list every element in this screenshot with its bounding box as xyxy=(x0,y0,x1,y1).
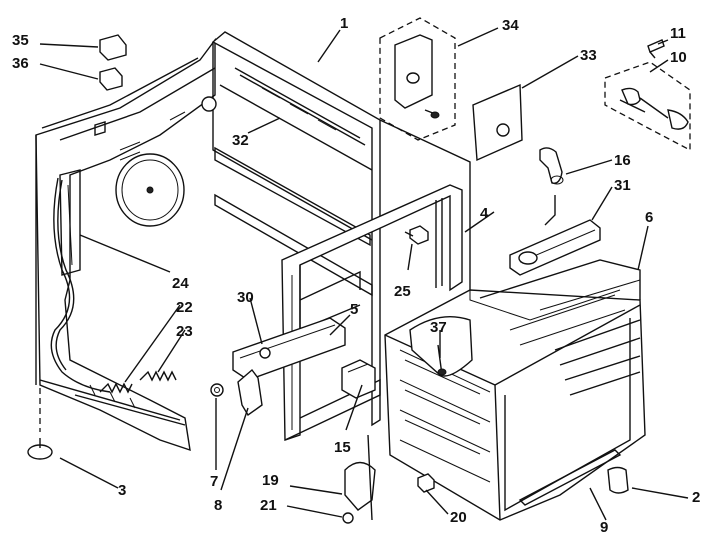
part-22-spring xyxy=(99,382,133,394)
callout-8: 8 xyxy=(214,497,222,514)
part-21-nut xyxy=(342,512,354,524)
callout-3: 3 xyxy=(118,482,126,499)
callout-19: 19 xyxy=(262,472,279,489)
part-35-clip xyxy=(99,34,127,61)
callout-36: 36 xyxy=(12,55,29,72)
callout-37: 37 xyxy=(430,319,447,336)
part-2-leveling-leg xyxy=(607,466,629,494)
callout-20: 20 xyxy=(450,509,467,526)
part-23-spring xyxy=(139,370,177,382)
callout-5: 5 xyxy=(350,301,358,318)
part-7-nut xyxy=(210,383,224,397)
callout-9: 9 xyxy=(600,519,608,536)
part-16-elbow xyxy=(539,147,564,185)
callout-labels: 1 2 3 4 5 6 7 8 9 10 11 15 16 19 20 21 2… xyxy=(12,15,700,536)
callout-6: 6 xyxy=(645,209,653,226)
callout-34: 34 xyxy=(502,17,519,34)
part-25-fastener xyxy=(404,225,429,245)
callout-1: 1 xyxy=(340,15,348,32)
part-33-panel xyxy=(472,83,523,162)
callout-24: 24 xyxy=(172,275,189,292)
callout-30: 30 xyxy=(237,289,254,306)
part-4-front-frame xyxy=(281,184,463,441)
part-15-bracket xyxy=(341,359,376,399)
callout-4: 4 xyxy=(480,205,489,222)
part-30-fastener xyxy=(259,347,271,359)
callout-22: 22 xyxy=(176,299,193,316)
callout-32: 32 xyxy=(232,132,249,149)
callout-25: 25 xyxy=(394,283,411,300)
part-19-bracket xyxy=(344,434,376,521)
callout-16: 16 xyxy=(614,152,631,169)
callout-7: 7 xyxy=(210,473,218,490)
part-37-liner-section xyxy=(409,315,473,377)
callout-35: 35 xyxy=(12,32,29,49)
part-3-leveling-leg xyxy=(27,388,53,460)
part-31-igniter xyxy=(509,195,601,276)
part-24-side-panel xyxy=(35,37,216,452)
callout-15: 15 xyxy=(334,439,351,456)
callout-31: 31 xyxy=(614,177,631,194)
callout-2: 2 xyxy=(692,489,700,506)
part-5-bracket xyxy=(232,317,346,381)
part-36-clip xyxy=(99,67,123,91)
callout-33: 33 xyxy=(580,47,597,64)
part-1-top-frame xyxy=(201,31,471,427)
callout-21: 21 xyxy=(260,497,277,514)
callout-23: 23 xyxy=(176,323,193,340)
callout-10: 10 xyxy=(670,49,687,66)
part-20-screw xyxy=(417,473,435,493)
part-34-assembly xyxy=(379,17,456,141)
callout-11: 11 xyxy=(670,25,686,42)
leader-lines xyxy=(39,27,689,521)
part-8-bracket xyxy=(237,368,263,417)
part-10-assembly xyxy=(604,61,691,152)
